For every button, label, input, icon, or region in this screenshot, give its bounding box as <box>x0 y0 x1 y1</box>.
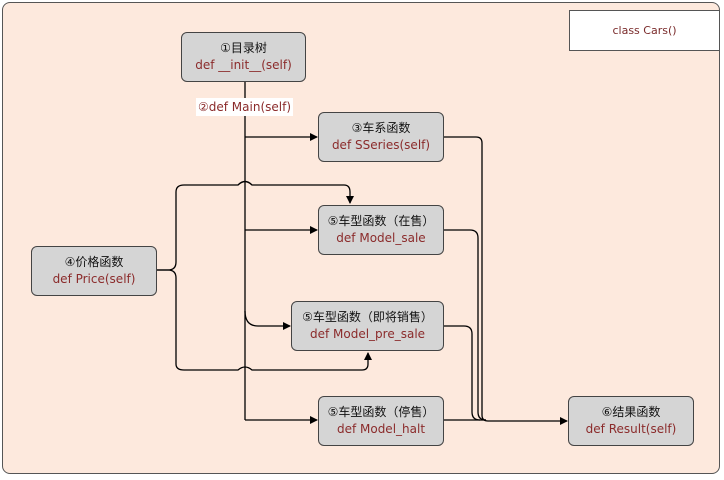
edge-pre-result <box>444 325 481 421</box>
node-series-title: ③车系函数 <box>351 121 411 135</box>
node-model-pre-code: def Model_pre_sale <box>309 327 426 341</box>
node-price-code: def Price(self) <box>52 272 136 286</box>
node-result-title: ⑥结果函数 <box>601 405 661 419</box>
main-edge-label: ②def Main(self) <box>196 98 293 116</box>
node-series-code: def SSeries(self) <box>331 138 431 152</box>
node-model-sale-code: def Model_sale <box>336 231 426 245</box>
node-result-code: def Result(self) <box>585 422 677 436</box>
node-root-title: ①目录树 <box>220 41 267 55</box>
node-model-pre-title: ⑤车型函数（即将销售） <box>302 310 433 324</box>
edge-price-down <box>157 269 372 371</box>
class-label: class Cars() <box>612 24 677 37</box>
class-label-box: class Cars() <box>569 10 720 51</box>
node-price-title: ④价格函数 <box>64 255 124 269</box>
node-model-halt: ⑤车型函数（停售） def Model_halt <box>318 396 444 446</box>
node-model-halt-title: ⑤车型函数（停售） <box>327 405 435 419</box>
edge-series-result <box>444 136 568 425</box>
edge-sale-result <box>444 229 487 421</box>
node-price: ④价格函数 def Price(self) <box>31 246 157 296</box>
node-root-code: def __init__(self) <box>195 58 292 72</box>
node-model-sale-title: ⑤车型函数（在售） <box>327 214 435 228</box>
edge-trunk-model-pre <box>244 310 291 330</box>
node-model-halt-code: def Model_halt <box>336 422 426 436</box>
node-model-pre-sale: ⑤车型函数（即将销售） def Model_pre_sale <box>291 301 444 351</box>
node-result: ⑥结果函数 def Result(self) <box>568 396 694 446</box>
node-model-sale: ⑤车型函数（在售） def Model_sale <box>318 205 444 255</box>
node-root: ①目录树 def __init__(self) <box>181 32 306 82</box>
edge-price-up <box>157 180 354 271</box>
node-series: ③车系函数 def SSeries(self) <box>318 112 444 162</box>
